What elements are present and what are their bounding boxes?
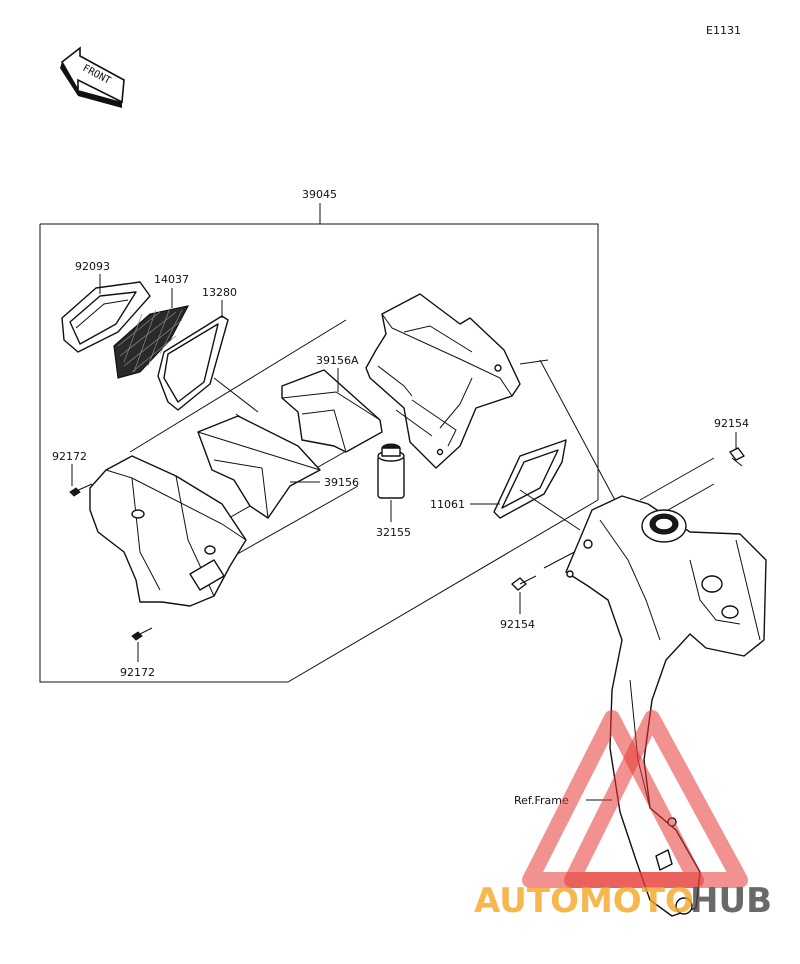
label-92154-bottom: 92154 — [500, 618, 535, 631]
assembly-box-top-right — [40, 223, 599, 500]
label-39156A: 39156A — [316, 354, 359, 367]
frame-reference — [565, 495, 767, 917]
watermark-text-orange: AUTOMOTO — [474, 881, 694, 921]
front-arrow-icon: FRONT — [60, 46, 125, 108]
duct-part-39156A — [281, 369, 383, 453]
label-14037: 14037 — [154, 273, 189, 286]
label-11061: 11061 — [430, 498, 465, 511]
watermark-text-dark: HUB — [690, 881, 772, 921]
label-39156: 39156 — [324, 476, 359, 489]
label-92154-top: 92154 — [714, 417, 749, 430]
label-32155: 32155 — [376, 526, 411, 539]
screw-92154-top — [729, 447, 745, 467]
screw-92154-bottom — [511, 575, 537, 591]
mesh-part-14037 — [113, 305, 190, 379]
duct-part-39156 — [197, 415, 321, 519]
left-housing — [89, 455, 247, 607]
assembly-label: 39045 — [302, 188, 337, 201]
gasket-part-13280 — [157, 315, 229, 411]
diagram-code: E1131 — [706, 24, 741, 37]
upper-housing — [365, 293, 521, 469]
cover-part-92093 — [61, 281, 151, 353]
label-92172-top: 92172 — [52, 450, 87, 463]
screw-92172-bottom — [131, 627, 153, 641]
watermark-logo: AUTOMOTO HUB — [474, 710, 772, 921]
cylinder-part-32155 — [377, 443, 405, 499]
assembly-box-bottom-left — [39, 224, 599, 683]
label-92172-bottom: 92172 — [120, 666, 155, 679]
screw-92172-top — [69, 483, 93, 497]
label-92093: 92093 — [75, 260, 110, 273]
label-13280: 13280 — [202, 286, 237, 299]
seal-part-11061 — [493, 439, 567, 519]
label-ref-frame: Ref.Frame — [514, 794, 569, 807]
